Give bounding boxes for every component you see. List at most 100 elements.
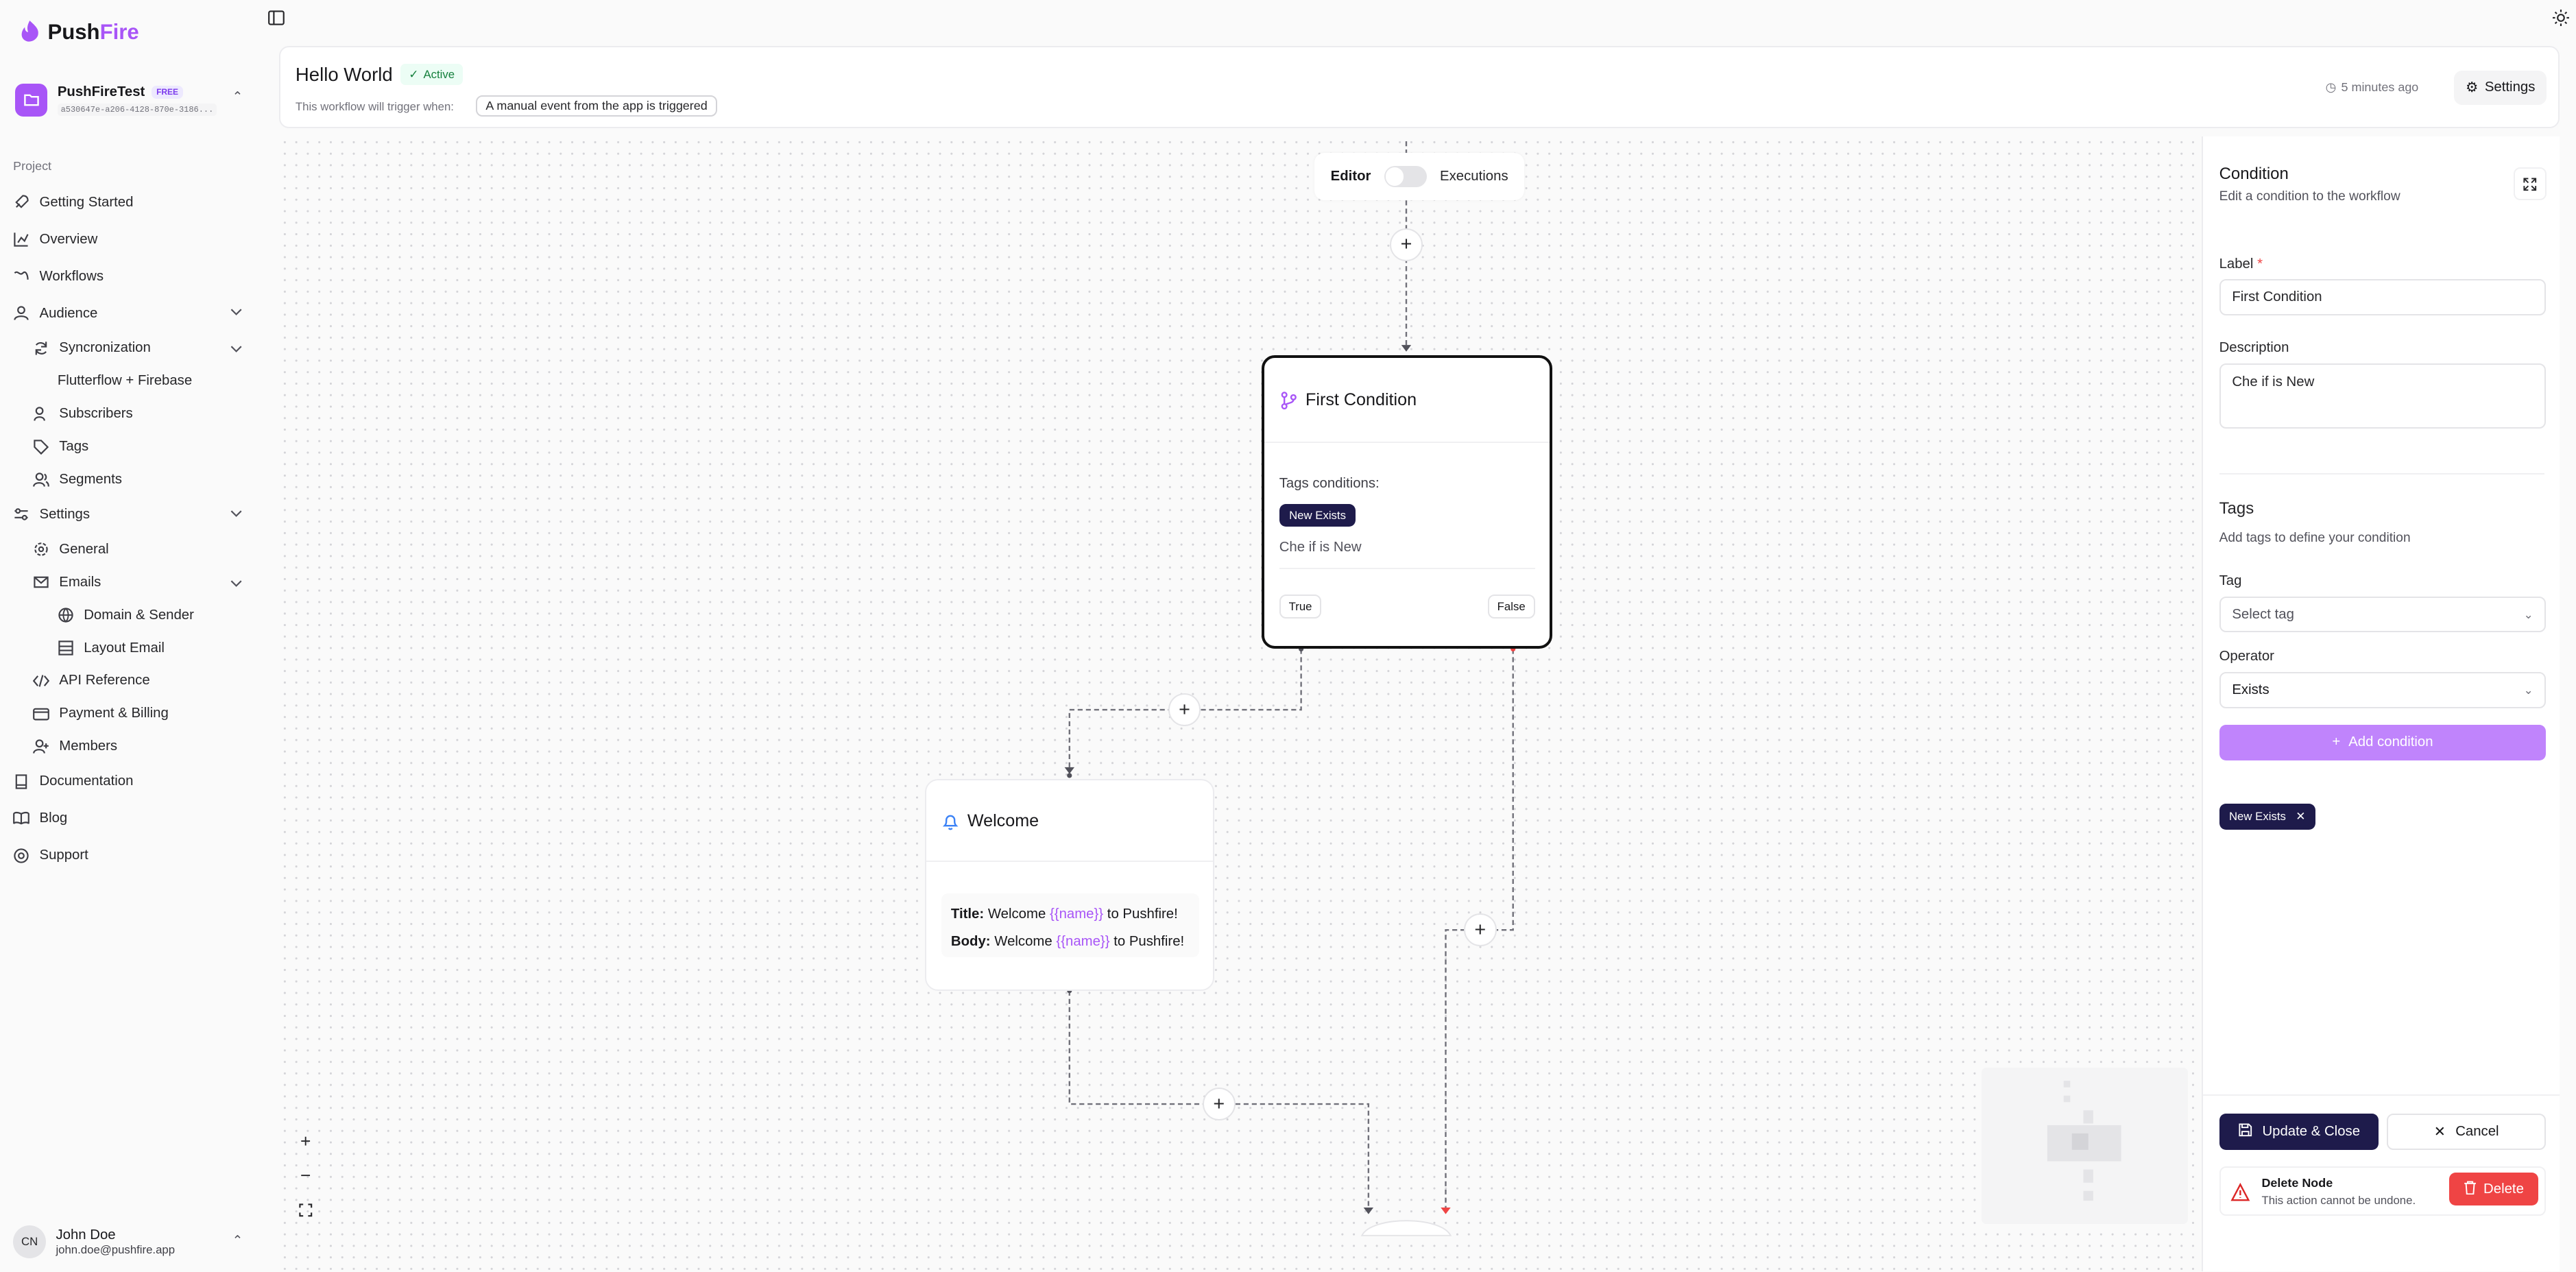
settings-button[interactable]: ⚙Settings — [2454, 70, 2547, 105]
trash-icon — [2464, 1180, 2477, 1199]
tags-conditions-label: Tags conditions: — [1279, 476, 1380, 492]
plus-icon: + — [1179, 698, 1190, 721]
sidebar-item-payment-billing[interactable]: Payment & Billing — [0, 697, 260, 730]
delete-button[interactable]: Delete — [2449, 1173, 2538, 1206]
chevron-down-icon — [231, 309, 242, 316]
sidebar-item-flutterflow-firebase[interactable]: Flutterflow + Firebase — [0, 365, 260, 398]
notification-title-row: Title: Welcome {{name}} to Pushfire! — [951, 900, 1189, 928]
sidebar-item-subscribers[interactable]: Subscribers — [0, 398, 260, 431]
sidebar-item-domain-sender[interactable]: Domain & Sender — [0, 599, 260, 632]
fit-view-button[interactable] — [289, 1192, 322, 1227]
sidebar-item-label: Blog — [39, 811, 68, 826]
sidebar-item-label: Segments — [59, 472, 122, 488]
condition-node-title: First Condition — [1305, 390, 1417, 410]
title-suffix: to Pushfire! — [1107, 906, 1178, 922]
git-branch-icon — [1281, 392, 1297, 409]
condition-chip: New Exists — [1279, 503, 1356, 527]
cancel-button[interactable]: ✕Cancel — [2386, 1114, 2547, 1151]
sidebar-item-label: Flutterflow + Firebase — [57, 373, 193, 389]
plan-badge: FREE — [151, 85, 184, 99]
label-field-label: Label * — [2219, 256, 2263, 272]
add-node-button[interactable]: + — [1390, 228, 1423, 261]
sidebar-item-api-reference[interactable]: API Reference — [0, 664, 260, 697]
sidebar-item-segments[interactable]: Segments — [0, 464, 260, 496]
life-buoy-icon — [13, 848, 29, 864]
condition-tag-chip: New Exists✕ — [2219, 803, 2315, 830]
welcome-node[interactable]: Welcome Title: Welcome {{name}} to Pushf… — [924, 778, 1214, 991]
flame-logo-icon — [21, 20, 38, 42]
divider — [1279, 568, 1535, 569]
sidebar-item-label: Support — [39, 848, 88, 863]
settings-label: Settings — [2484, 80, 2536, 95]
avatar: CN — [13, 1225, 47, 1259]
sidebar-item-label: Emails — [59, 574, 101, 590]
bell-icon — [942, 815, 958, 830]
label-input[interactable]: First Condition — [2219, 279, 2547, 315]
add-node-button-true[interactable]: + — [1168, 693, 1201, 727]
sidebar-item-overview[interactable]: Overview — [0, 221, 260, 258]
divider — [1264, 441, 1550, 443]
folder-icon — [14, 84, 48, 117]
add-condition-button[interactable]: +Add condition — [2219, 724, 2547, 761]
mail-icon — [33, 574, 49, 590]
minimap[interactable] — [1981, 1068, 2189, 1224]
operator-select[interactable]: Exists⌄ — [2219, 671, 2547, 708]
update-close-button[interactable]: Update & Close — [2219, 1114, 2379, 1151]
zoom-out-button[interactable]: − — [300, 1164, 311, 1186]
workflow-canvas[interactable] — [279, 136, 2198, 1272]
close-icon[interactable]: ✕ — [2296, 810, 2306, 824]
sidebar-item-documentation[interactable]: Documentation — [0, 763, 260, 800]
expand-panel-button[interactable] — [2513, 167, 2547, 201]
brand-fire: Fire — [99, 19, 139, 44]
add-node-button-after-welcome[interactable]: + — [1202, 1088, 1236, 1121]
divider — [2202, 1094, 2560, 1096]
updated-text: 5 minutes ago — [2341, 80, 2419, 94]
sync-icon — [33, 340, 49, 357]
sidebar-item-support[interactable]: Support — [0, 837, 260, 874]
plus-icon: + — [2332, 734, 2341, 750]
tags-section-title: Tags — [2219, 499, 2254, 518]
sun-icon[interactable] — [2553, 10, 2570, 27]
sidebar-item-label: Documentation — [39, 773, 134, 789]
user-menu[interactable]: CN John Doe john.doe@pushfire.app ⌃ — [13, 1223, 246, 1262]
editor-executions-toggle[interactable]: Editor Executions — [1314, 152, 1525, 201]
user-email: john.doe@pushfire.app — [56, 1243, 176, 1256]
sidebar-item-members[interactable]: Members — [0, 730, 260, 763]
sidebar-section-project: Project — [13, 159, 52, 173]
sidebar-item-layout-email[interactable]: Layout Email — [0, 632, 260, 664]
sidebar-item-tags[interactable]: Tags — [0, 431, 260, 464]
sidebar-item-label: Workflows — [39, 268, 104, 284]
sidebar-item-emails[interactable]: Emails — [0, 566, 260, 599]
sidebar-item-audience[interactable]: Audience — [0, 295, 260, 332]
zoom-controls: + − — [289, 1124, 322, 1226]
brand-push: Push — [47, 19, 100, 44]
sidebar-item-settings[interactable]: Settings — [0, 496, 260, 533]
sidebar-item-label: Layout Email — [84, 640, 165, 656]
settings-icon — [13, 506, 29, 523]
sidebar-item-syncronization[interactable]: Syncronization — [0, 332, 260, 365]
sidebar-item-workflows[interactable]: Workflows — [0, 258, 260, 295]
workflow-header: Hello World ✓Active This workflow will t… — [279, 46, 2560, 128]
description-textarea[interactable]: Che if is New — [2219, 363, 2547, 429]
tag-select[interactable]: Select tag⌄ — [2219, 596, 2547, 633]
sidebar-item-general[interactable]: General — [0, 533, 260, 566]
mode-switch[interactable] — [1384, 165, 1427, 188]
title-key: Title: — [950, 906, 985, 922]
sidebar-item-blog[interactable]: Blog — [0, 800, 260, 837]
add-node-button-false[interactable]: + — [1463, 913, 1497, 947]
team-name: PushFireTest — [57, 84, 145, 99]
logo[interactable]: PushFire — [20, 20, 139, 45]
condition-node[interactable]: First Condition Tags conditions: New Exi… — [1262, 355, 1553, 649]
sidebar-item-getting-started[interactable]: Getting Started — [0, 184, 260, 221]
zoom-in-button[interactable]: + — [300, 1130, 311, 1151]
panel-title: Condition — [2219, 164, 2289, 183]
workflow-title: Hello World — [295, 64, 393, 86]
sidebar-toggle-icon[interactable] — [267, 10, 285, 26]
trigger-value[interactable]: A manual event from the app is triggered — [476, 95, 717, 117]
notification-body-row: Body: Welcome {{name}} to Pushfire! — [951, 928, 1189, 956]
title-variable: {{name}} — [1049, 906, 1104, 922]
globe-icon — [58, 607, 74, 623]
user-icon — [13, 305, 29, 322]
delete-node-card: Delete Node This action cannot be undone… — [2219, 1166, 2547, 1216]
